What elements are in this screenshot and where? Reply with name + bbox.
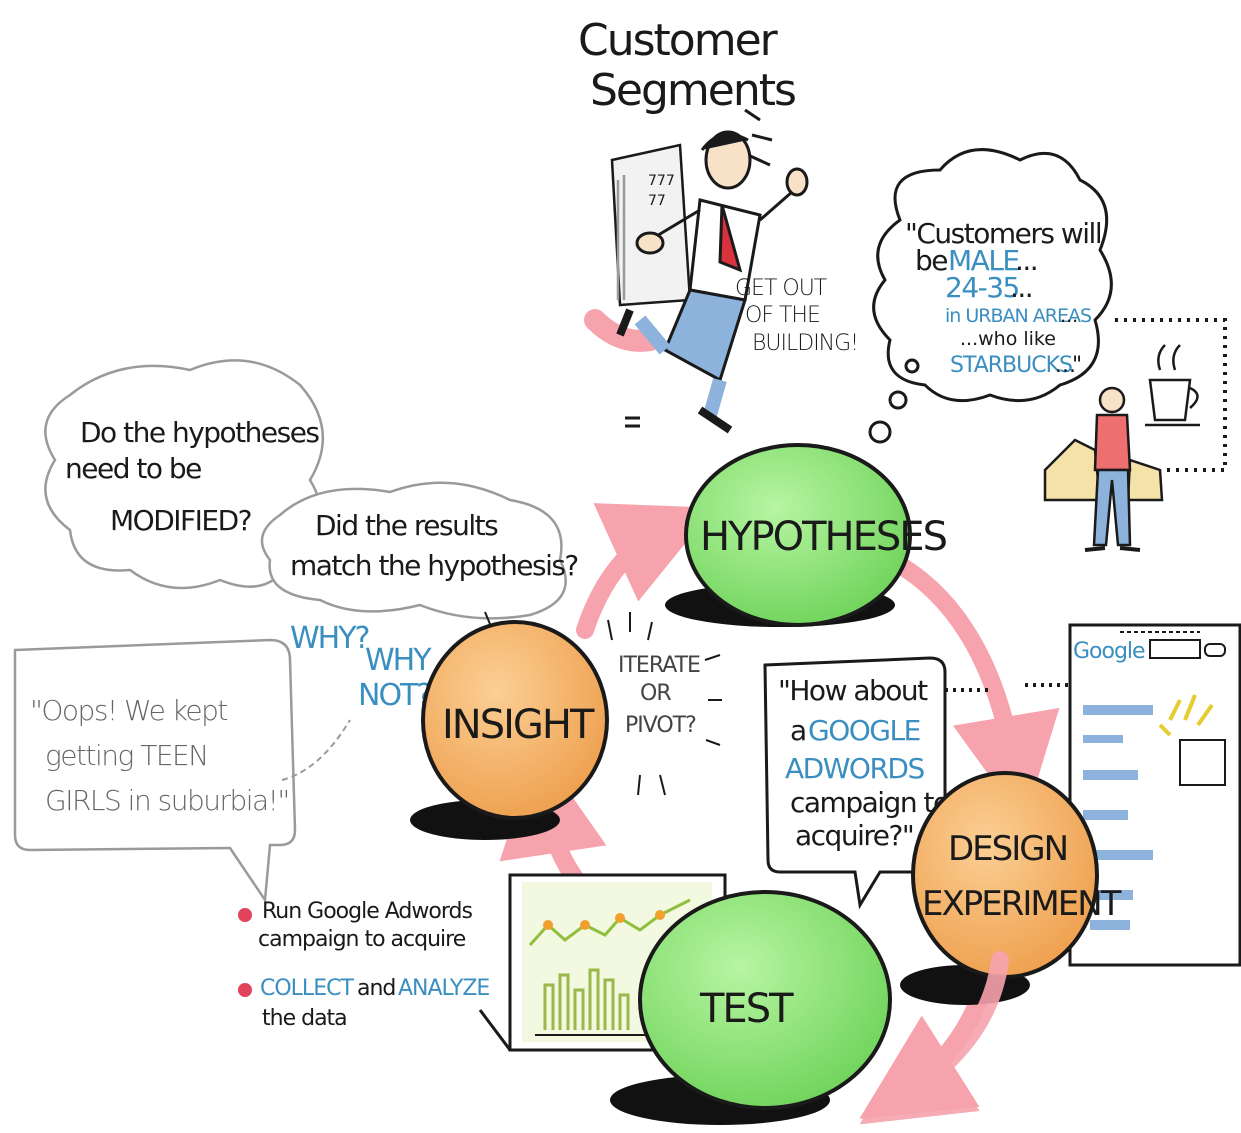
be-text: be [915,244,947,277]
customer-figure-icon [1043,386,1164,552]
modify-hypotheses-cloud: Do the hypotheses need to be MODIFIED? [44,359,325,590]
oops-speech-bubble: "Oops! We kept getting TEEN GIRLS in sub… [13,638,351,904]
match-line-2: match the hypothesis? [290,549,578,582]
node-test: TEST [610,890,892,1125]
dotted-connector-top [1115,318,1227,472]
running-man-icon [616,130,809,434]
who-like-text: ...who like [960,328,1056,350]
design-label: DESIGN [948,829,1067,869]
speed-lines [625,416,640,428]
hypotheses-label: HYPOTHESES [700,514,947,560]
experiment-label: EXPERIMENT [922,884,1122,924]
match-hypothesis-cloud: Did the results match the hypothesis? [260,481,579,661]
starbucks-close-quote: " [1072,353,1082,378]
pivot-text: PIVOT? [625,713,696,738]
customer-assumption-cloud: "Customers will be MALE ... 24-35 ... in… [868,148,1113,444]
get-out-line-3: BUILDING! [752,331,858,356]
office-building-icon: 777 77 [610,143,692,307]
iterate-text: ITERATE [618,653,700,678]
and-text: and [357,976,395,1001]
arrow-hypotheses-to-design [891,556,1060,824]
insight-label: INSIGHT [442,702,595,748]
the-data-text: the data [262,1006,347,1031]
arrow-insight-to-hypotheses [576,503,715,639]
bullet-1-line-2: campaign to acquire [258,927,466,952]
urban-dots: ... [1060,305,1078,327]
bullet-1-line-1: Run Google Adwords [262,899,472,924]
customer-segments-title: Customer Segments [578,15,797,116]
starbucks-dots: ... [1055,353,1076,378]
match-line-1: Did the results [315,509,498,542]
google-text: GOOGLE [808,714,920,747]
male-text: MALE [948,244,1019,277]
get-out-of-the-building-note: GET OUT OF THE BUILDING! [735,276,859,356]
title-line-1: Customer [578,15,779,66]
oops-line-3: GIRLS in suburbia!" [45,784,289,817]
why-not-line-2: NOT? [358,678,430,713]
google-browser-mockup: Google [1068,623,1241,967]
age-dots: ... [1010,271,1032,304]
test-label: TEST [699,986,794,1032]
arrow-design-to-test-overlay [859,951,1009,1125]
get-out-line-2: OF THE [745,303,820,328]
modify-line-2: need to be [65,452,201,485]
get-out-line-1: GET OUT [735,276,827,301]
oops-line-1: "Oops! We kept [30,694,227,727]
urban-areas-text: in URBAN AREAS [945,305,1091,327]
modify-line-3: MODIFIED? [110,504,251,537]
adwords-line-1: "How about [778,674,928,707]
node-insight: INSIGHT [410,620,609,840]
why-text: WHY? [290,621,369,656]
collect-text: COLLECT [260,976,354,1001]
adwords-text: ADWORDS [785,752,924,785]
search-box-icon [1149,639,1201,659]
why-not-line-1: WHY [365,643,432,678]
adwords-line-4: campaign to [790,786,949,819]
excitement-lines [744,108,773,167]
why-why-not: WHY? WHY NOT? [290,621,434,713]
adwords-speech-bubble: "How about a GOOGLE ADWORDS campaign to … [763,656,950,910]
male-dots: ... [1015,244,1037,277]
adwords-line-5: acquire?" [795,819,913,852]
analyze-text: ANALYZE [398,976,489,1001]
node-hypotheses: HYPOTHESES [665,443,949,627]
adwords-line-2-prefix: a [790,714,806,747]
oops-line-2: getting TEEN [45,739,208,772]
or-text: OR [640,681,671,706]
customers-will-text: "Customers will [905,217,1101,250]
starbucks-text: STARBUCKS [950,353,1072,378]
bullet-icon [238,908,252,922]
svg-text:777: 777 [648,173,675,189]
title-line-2: Segments [590,65,795,116]
iterate-or-pivot: ITERATE OR PIVOT? [589,612,722,796]
exit-arrow [584,309,661,352]
bullet-icon [238,983,252,997]
test-steps-list: Run Google Adwords campaign to acquire C… [238,899,490,1031]
modify-line-1: Do the hypotheses [80,416,319,449]
age-text: 24-35 [945,271,1019,304]
coffee-cup-icon [1145,344,1200,427]
google-logo-text: Google [1073,639,1145,664]
svg-text:77: 77 [648,193,666,209]
